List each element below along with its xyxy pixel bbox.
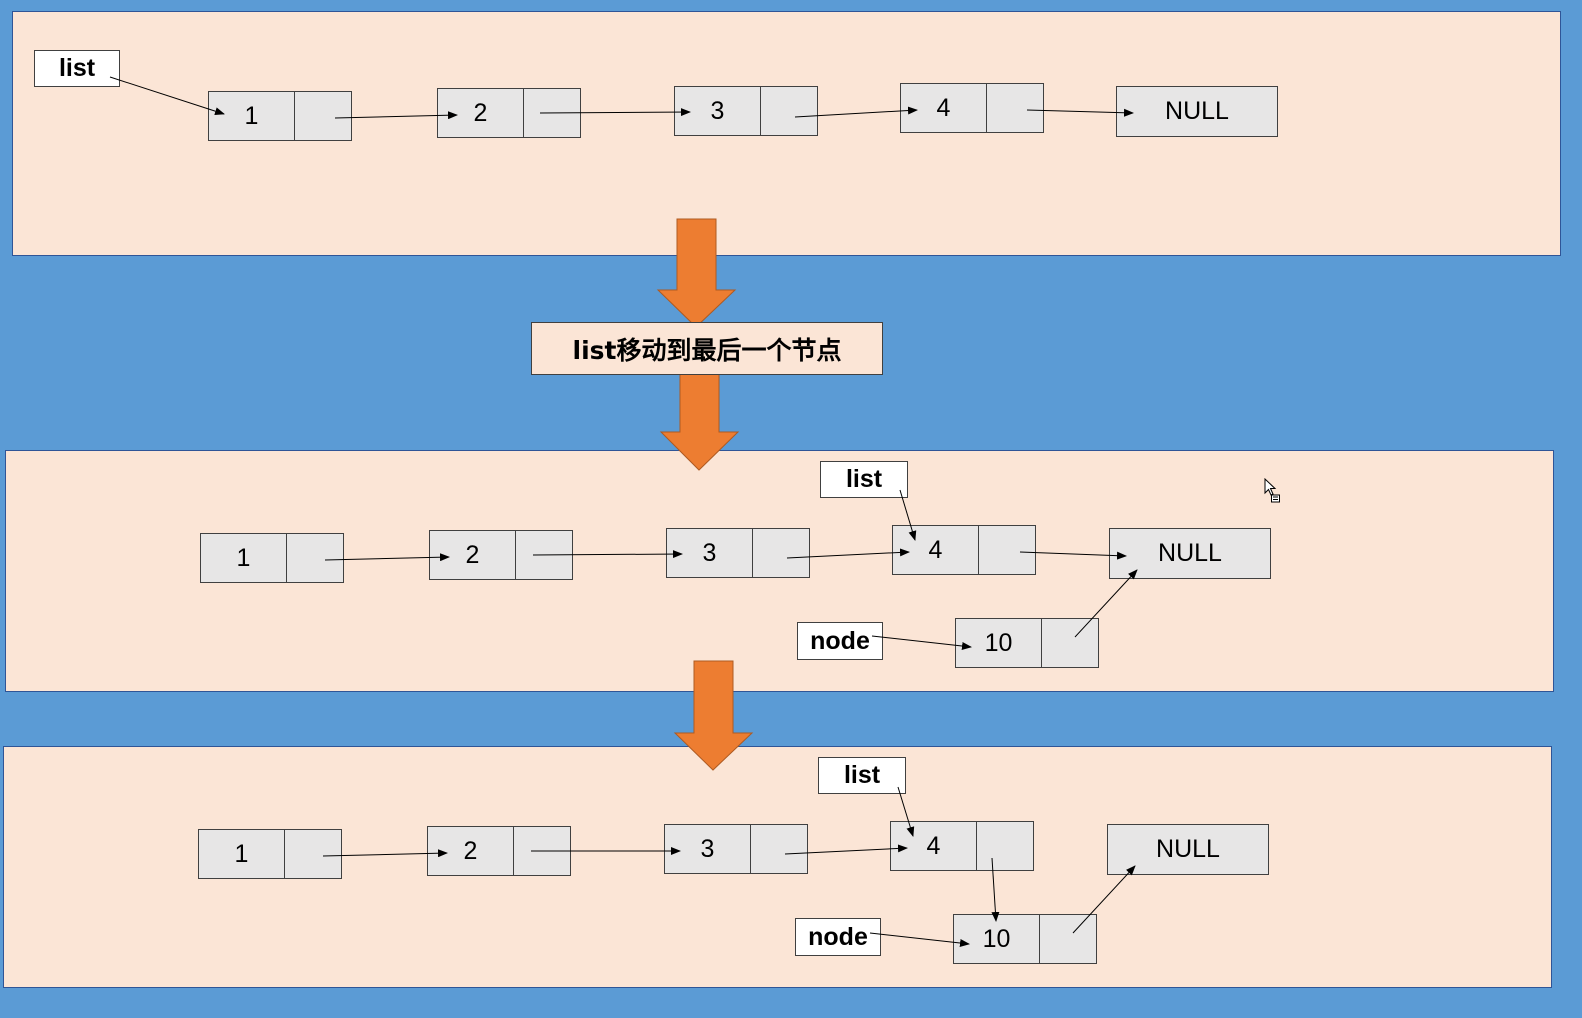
list-node-2: 2 — [427, 826, 571, 876]
node-value: 4 — [891, 822, 977, 870]
step-caption: list移动到最后一个节点 — [531, 322, 883, 375]
node-next-pointer — [979, 526, 1035, 574]
mouse-cursor-icon — [1264, 478, 1280, 503]
node-next-pointer — [524, 89, 580, 137]
node-value: 4 — [901, 84, 987, 132]
null-terminator: NULL — [1109, 528, 1271, 579]
node-value: 2 — [428, 827, 514, 875]
node-value: 1 — [209, 92, 295, 140]
list-node-3: 3 — [664, 824, 808, 874]
node-next-pointer — [977, 822, 1033, 870]
node-pointer-label: node — [795, 918, 881, 956]
node-next-pointer — [1042, 619, 1098, 667]
list-pointer-label: list — [34, 50, 120, 87]
node-value: 2 — [438, 89, 524, 137]
list-node-3: 3 — [666, 528, 810, 578]
node-next-pointer — [287, 534, 343, 582]
node-value: 2 — [430, 531, 516, 579]
node-value: 3 — [675, 87, 761, 135]
list-node-2: 2 — [429, 530, 573, 580]
list-node-1: 1 — [208, 91, 352, 141]
node-next-pointer — [1040, 915, 1096, 963]
list-node-2: 2 — [437, 88, 581, 138]
node-pointer-label: node — [797, 622, 883, 660]
node-value: 4 — [893, 526, 979, 574]
list-node-1: 1 — [200, 533, 344, 583]
node-next-pointer — [285, 830, 341, 878]
node-value: 10 — [954, 915, 1040, 963]
list-node-4: 4 — [900, 83, 1044, 133]
null-terminator: NULL — [1116, 86, 1278, 137]
list-node-4: 4 — [892, 525, 1036, 575]
node-value: 10 — [956, 619, 1042, 667]
node-next-pointer — [753, 529, 809, 577]
node-next-pointer — [516, 531, 572, 579]
node-next-pointer — [987, 84, 1043, 132]
node-next-pointer — [514, 827, 570, 875]
node-value: 1 — [199, 830, 285, 878]
list-pointer-label: list — [820, 461, 908, 498]
node-next-pointer — [761, 87, 817, 135]
node-value: 3 — [667, 529, 753, 577]
new-node-10: 10 — [953, 914, 1097, 964]
node-next-pointer — [295, 92, 351, 140]
list-node-3: 3 — [674, 86, 818, 136]
new-node-10: 10 — [955, 618, 1099, 668]
null-terminator: NULL — [1107, 824, 1269, 875]
node-value: 3 — [665, 825, 751, 873]
node-next-pointer — [751, 825, 807, 873]
node-value: 1 — [201, 534, 287, 582]
list-node-1: 1 — [198, 829, 342, 879]
list-pointer-label: list — [818, 757, 906, 794]
list-node-4: 4 — [890, 821, 1034, 871]
